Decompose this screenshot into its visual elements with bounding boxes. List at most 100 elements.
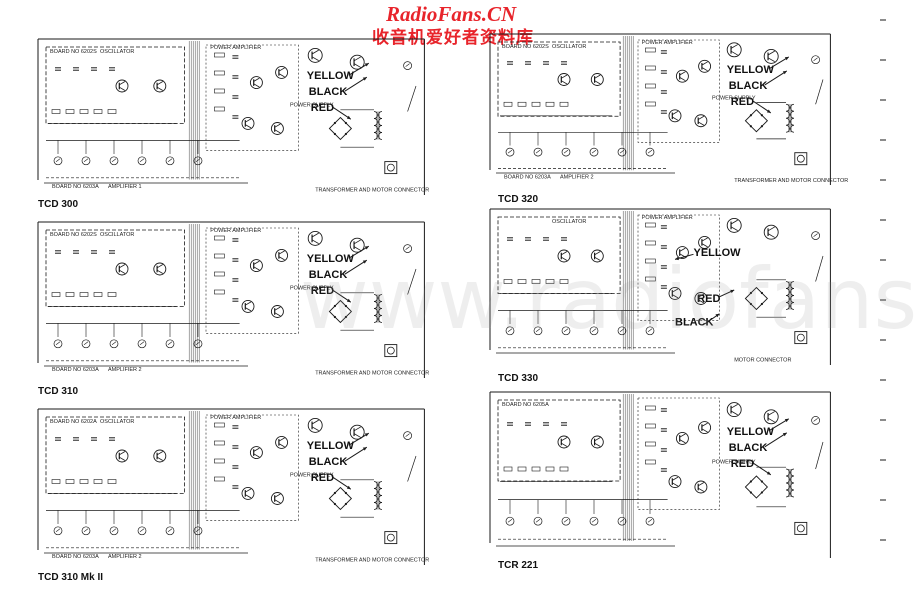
motor-symbol (794, 152, 808, 166)
power-supply-label: POWER SUPPLY (290, 472, 334, 478)
transistor-symbol (590, 73, 604, 86)
transistor-symbol (275, 435, 289, 449)
transistor-symbol (694, 480, 708, 494)
transistor-symbol (153, 79, 167, 93)
transformer-label: TRANSFORMER AND MOTOR CONNECTOR (315, 370, 429, 376)
transistor-symbol (270, 305, 284, 318)
meter-symbol (403, 431, 412, 440)
transistor-symbol (698, 235, 712, 249)
wire-label-yellow: YELLOW (727, 426, 775, 438)
resistor-symbol (214, 88, 225, 94)
meter-symbol (193, 156, 203, 166)
oscillator-board-outline (497, 399, 621, 482)
board-label: BOARD NO 6205A (502, 402, 549, 408)
meter-symbol (533, 326, 543, 336)
transistor-symbol (270, 492, 284, 505)
model-title: TCD 310 (38, 386, 78, 397)
meter-symbol (617, 147, 627, 157)
resistor-symbol (645, 83, 656, 89)
rectifier-bridge (328, 116, 353, 141)
transistor-symbol (307, 417, 323, 433)
resistor-symbol (214, 253, 225, 259)
meter-symbol (193, 339, 203, 349)
amp-board-label: BOARD NO 6203A (52, 554, 99, 560)
oscillator-board-outline (497, 41, 621, 117)
resistor-symbol (503, 466, 513, 472)
resistor-symbol (214, 271, 225, 277)
motor-symbol (794, 331, 808, 345)
wire-label-black: BLACK (309, 269, 348, 281)
resistor-symbol (93, 479, 103, 484)
resistor-symbol (559, 466, 569, 472)
oscillator-label: OSCILLATOR (552, 44, 586, 50)
wire-label-red: RED (731, 96, 754, 108)
board-label: BOARD NO 6202A (50, 419, 97, 425)
transistor-symbol (153, 262, 167, 276)
transformer-label: TRANSFORMER AND MOTOR CONNECTOR (734, 178, 848, 184)
meter-symbol (53, 526, 63, 536)
meter-symbol (589, 326, 599, 336)
transistor-symbol (763, 48, 779, 64)
model-title: TCD 310 Mk II (38, 572, 103, 583)
transistor-symbol (249, 446, 263, 460)
resistor-symbol (107, 479, 117, 484)
transistor-symbol (115, 449, 129, 463)
rectifier-bridge (744, 109, 769, 133)
transistor-symbol (590, 435, 604, 449)
meter-symbol (561, 147, 571, 157)
transistor-symbol (698, 421, 712, 435)
oscillator-label: OSCILLATOR (100, 232, 134, 238)
wire-label-yellow: YELLOW (307, 253, 355, 265)
resistor-symbol (645, 405, 656, 411)
rectifier-bridge (328, 486, 353, 511)
transistor-symbol (270, 122, 284, 135)
resistor-symbol (645, 65, 656, 71)
transformer-label: TRANSFORMER AND MOTOR CONNECTOR (315, 557, 429, 563)
power-amplifier-outline (637, 214, 720, 321)
meter-symbol (137, 339, 147, 349)
power-amplifier-outline (205, 227, 299, 334)
resistor-symbol (503, 279, 513, 284)
transistor-symbol (153, 449, 167, 463)
motor-symbol (384, 344, 398, 358)
resistor-symbol (214, 289, 225, 295)
meter-symbol (53, 339, 63, 349)
transistor-symbol (698, 59, 712, 73)
amplifier-label: AMPLIFIER 2 (108, 367, 142, 373)
oscillator-label: OSCILLATOR (552, 219, 586, 225)
wire-label-black: BLACK (675, 317, 714, 329)
resistor-symbol (545, 279, 555, 284)
wire-label-red: RED (697, 293, 720, 305)
motor-symbol (384, 161, 398, 175)
site-tagline: 收音机爱好者资料库 (372, 28, 534, 48)
transformer-label: TRANSFORMER AND MOTOR CONNECTOR (315, 187, 429, 193)
meter-symbol (109, 526, 119, 536)
meter-symbol (645, 326, 655, 336)
resistor-symbol (51, 292, 61, 297)
transistor-symbol (249, 76, 263, 90)
meter-symbol (617, 516, 627, 526)
meter-symbol (81, 339, 91, 349)
meter-symbol (165, 339, 175, 349)
resistor-symbol (545, 466, 555, 472)
board-label: BOARD NO 6202S (50, 49, 97, 55)
transistor-symbol (349, 424, 365, 440)
model-title: TCD 300 (38, 199, 78, 210)
meter-symbol (109, 339, 119, 349)
wire-label-black: BLACK (309, 86, 348, 98)
transistor-symbol (557, 249, 571, 263)
wire-label-black: BLACK (309, 456, 348, 468)
resistor-symbol (645, 258, 656, 264)
rectifier-bridge (328, 299, 353, 324)
meter-symbol (193, 526, 203, 536)
transistor-symbol (307, 47, 323, 63)
rectifier-bridge (744, 475, 769, 499)
resistor-symbol (214, 106, 225, 112)
resistor-symbol (93, 292, 103, 297)
meter-symbol (403, 244, 412, 253)
transformer-label: MOTOR CONNECTOR (734, 357, 791, 363)
transistor-symbol (557, 73, 571, 86)
